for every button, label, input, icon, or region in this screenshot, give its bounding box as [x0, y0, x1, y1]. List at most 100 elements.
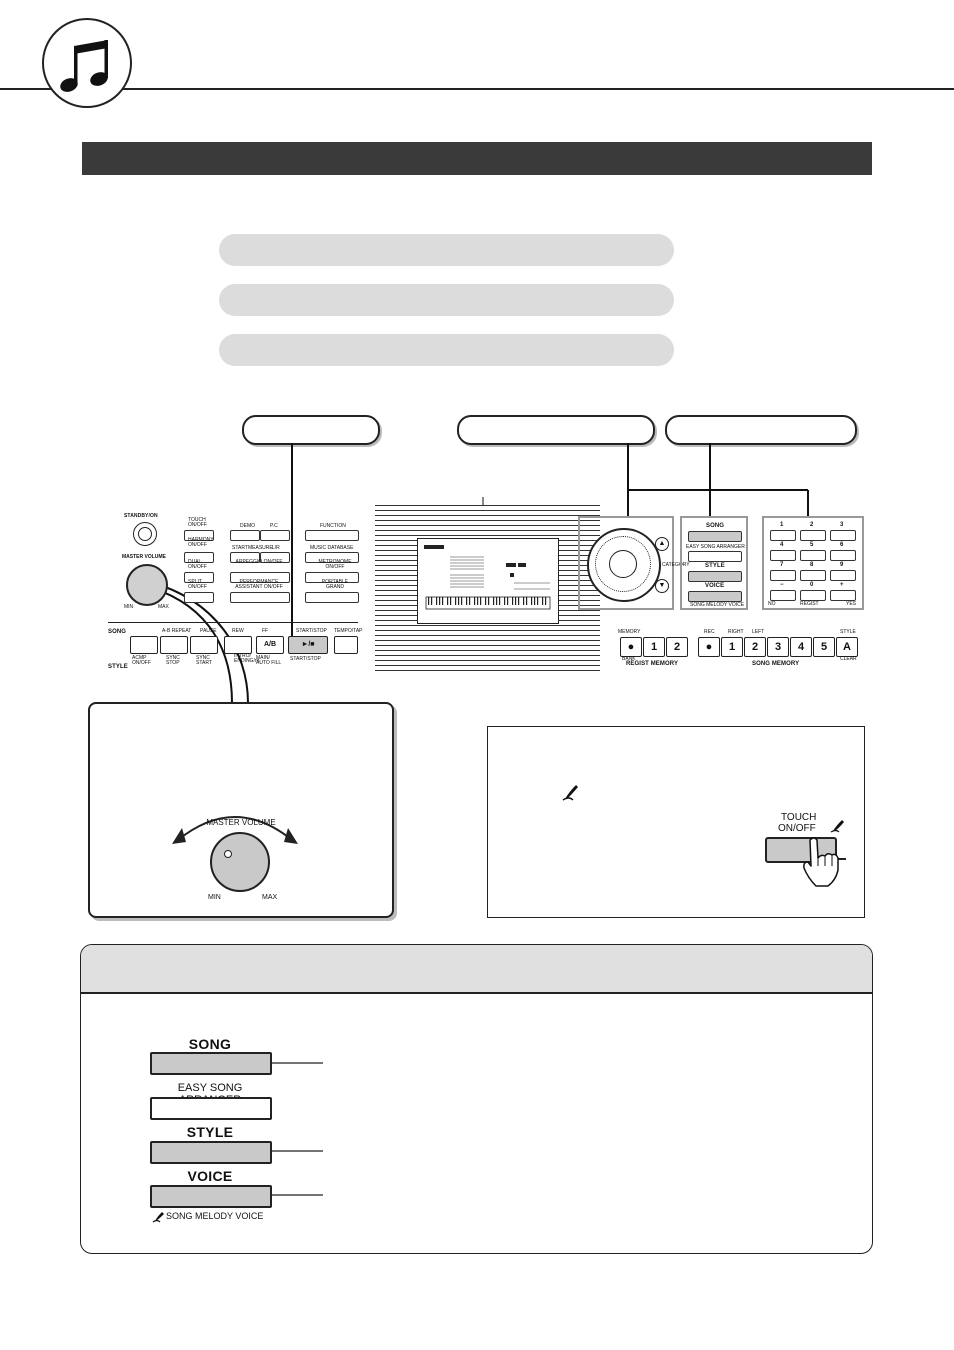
start-button[interactable]: [230, 552, 260, 563]
start-stop-top-label: START/STOP: [296, 628, 327, 634]
numpad-key-button[interactable]: [830, 570, 856, 581]
rec-label: REC: [704, 629, 715, 635]
bottom-easy-song-button[interactable]: [150, 1097, 272, 1120]
pc-button[interactable]: [260, 530, 290, 541]
numpad-key-label: 8: [810, 562, 814, 568]
music-database-label: MUSIC DATABASE: [310, 545, 354, 551]
song-row-label: SONG: [108, 629, 127, 635]
bottom-voice-label: VOICE: [187, 1168, 233, 1184]
numpad-key-button[interactable]: [800, 550, 826, 561]
clear-label: CLEAR: [840, 656, 857, 662]
pen-icon: [562, 785, 578, 801]
panel-style-label: STYLE: [705, 563, 725, 569]
category-label: CATEGORY: [662, 562, 690, 568]
demo-label: DEMO: [240, 523, 255, 529]
numpad-key-label: 7: [780, 562, 784, 568]
numpad-key-button[interactable]: [830, 550, 856, 561]
numpad-key-button[interactable]: [770, 590, 796, 601]
regist-memory-label: REGIST MEMORY: [626, 661, 679, 667]
step-pill-1: [219, 234, 674, 266]
bottom-voice-button[interactable]: [150, 1185, 272, 1208]
panel-voice-button[interactable]: [688, 591, 742, 602]
callout-start-stop: [242, 415, 380, 445]
transport-button-1[interactable]: [130, 636, 158, 654]
memory-label: MEMORY: [618, 629, 641, 635]
regist-memory-button-2[interactable]: 2: [666, 637, 688, 657]
portable-grand-label: PORTABLE GRAND: [321, 579, 349, 590]
start-label: START: [232, 545, 248, 551]
standby-button[interactable]: [133, 522, 157, 546]
section-title-bar: [82, 142, 872, 175]
mode-highlight-box: [680, 516, 748, 610]
acmp-label: ACMP ON/OFF: [132, 655, 151, 666]
tempo-tap-button[interactable]: [334, 636, 358, 654]
numpad-key-button[interactable]: [830, 590, 856, 601]
master-volume-knob[interactable]: [126, 564, 168, 606]
numpad-yes-label: YES: [846, 601, 857, 607]
arpeggio-label: ARPEGGIO ON/OFF: [235, 559, 283, 565]
tempo-tap-label: TEMPO/TAP: [334, 628, 363, 634]
ab-button[interactable]: A/B: [256, 636, 284, 654]
song-memory-button[interactable]: A: [836, 637, 858, 657]
numpad-highlight-box: [762, 516, 864, 610]
step-pill-2: [219, 284, 674, 316]
dial-highlight-box: [578, 516, 674, 610]
metronome-label: METRONOME ON/OFF: [318, 559, 352, 570]
function-label: FUNCTION: [320, 523, 346, 529]
regist-memory-button-1[interactable]: 1: [643, 637, 665, 657]
touch-button[interactable]: [184, 530, 214, 541]
big-master-volume-knob[interactable]: [210, 832, 270, 892]
callout-mode-buttons: [665, 415, 857, 445]
bottom-song-button[interactable]: [150, 1052, 272, 1075]
rew-button[interactable]: [224, 636, 252, 654]
song-memory-button[interactable]: 2: [744, 637, 766, 657]
numpad-key-button[interactable]: [770, 570, 796, 581]
numpad-key-label: 5: [810, 542, 814, 548]
bank-label: BANK: [622, 656, 636, 662]
style-row-label: STYLE: [108, 664, 128, 670]
ab-repeat-button[interactable]: [160, 636, 188, 654]
numpad-key-button[interactable]: [800, 590, 826, 601]
lr-button[interactable]: [260, 552, 290, 563]
metronome-button[interactable]: [305, 572, 359, 583]
performance-assistant-button[interactable]: [230, 592, 290, 603]
function-button[interactable]: [305, 530, 359, 541]
category-up-button[interactable]: ▲: [655, 537, 669, 551]
bottom-song-melody-voice-label: SONG MELODY VOICE: [166, 1211, 264, 1221]
numpad-key-button[interactable]: [800, 570, 826, 581]
panel-song-button[interactable]: [688, 531, 742, 542]
music-database-button[interactable]: [305, 552, 359, 563]
split-button[interactable]: [184, 592, 214, 603]
measure-label: MEASURE: [248, 545, 273, 551]
numpad-key-button[interactable]: [770, 550, 796, 561]
song-memory-button[interactable]: ●: [698, 637, 720, 657]
song-memory-button[interactable]: 3: [767, 637, 789, 657]
start-stop-button[interactable]: ►/■: [288, 636, 328, 654]
dual-label: DUAL ON/OFF: [188, 559, 207, 570]
panel-style-button[interactable]: [688, 571, 742, 582]
performance-assistant-label: PERFORMANCE ASSISTANT ON/OFF: [235, 579, 283, 590]
arpeggio-button[interactable]: [230, 572, 290, 583]
panel-easy-song-button[interactable]: [688, 551, 742, 562]
pause-button[interactable]: [190, 636, 218, 654]
song-memory-button[interactable]: 1: [721, 637, 743, 657]
big-volume-min-label: MIN: [208, 894, 221, 901]
category-down-button[interactable]: ▼: [655, 579, 669, 593]
data-dial[interactable]: [587, 528, 661, 602]
touch-label-line2: ON/OFF: [778, 823, 816, 834]
regist-memory-button-0[interactable]: ●: [620, 637, 642, 657]
numpad-key-button[interactable]: [800, 530, 826, 541]
harmony-button[interactable]: [184, 552, 214, 563]
ff-label: FF: [262, 628, 269, 634]
demo-button[interactable]: [230, 530, 260, 541]
song-memory-button[interactable]: 4: [790, 637, 812, 657]
numpad-key-button[interactable]: [830, 530, 856, 541]
song-memory-button[interactable]: 5: [813, 637, 835, 657]
portable-grand-button[interactable]: [305, 592, 359, 603]
numpad-key-button[interactable]: [770, 530, 796, 541]
pause-label: PAUSE: [200, 628, 217, 634]
dual-button[interactable]: [184, 572, 214, 583]
bottom-style-button[interactable]: [150, 1141, 272, 1164]
numpad-no-label: NO: [768, 601, 776, 607]
music-note-icon: [42, 18, 132, 108]
